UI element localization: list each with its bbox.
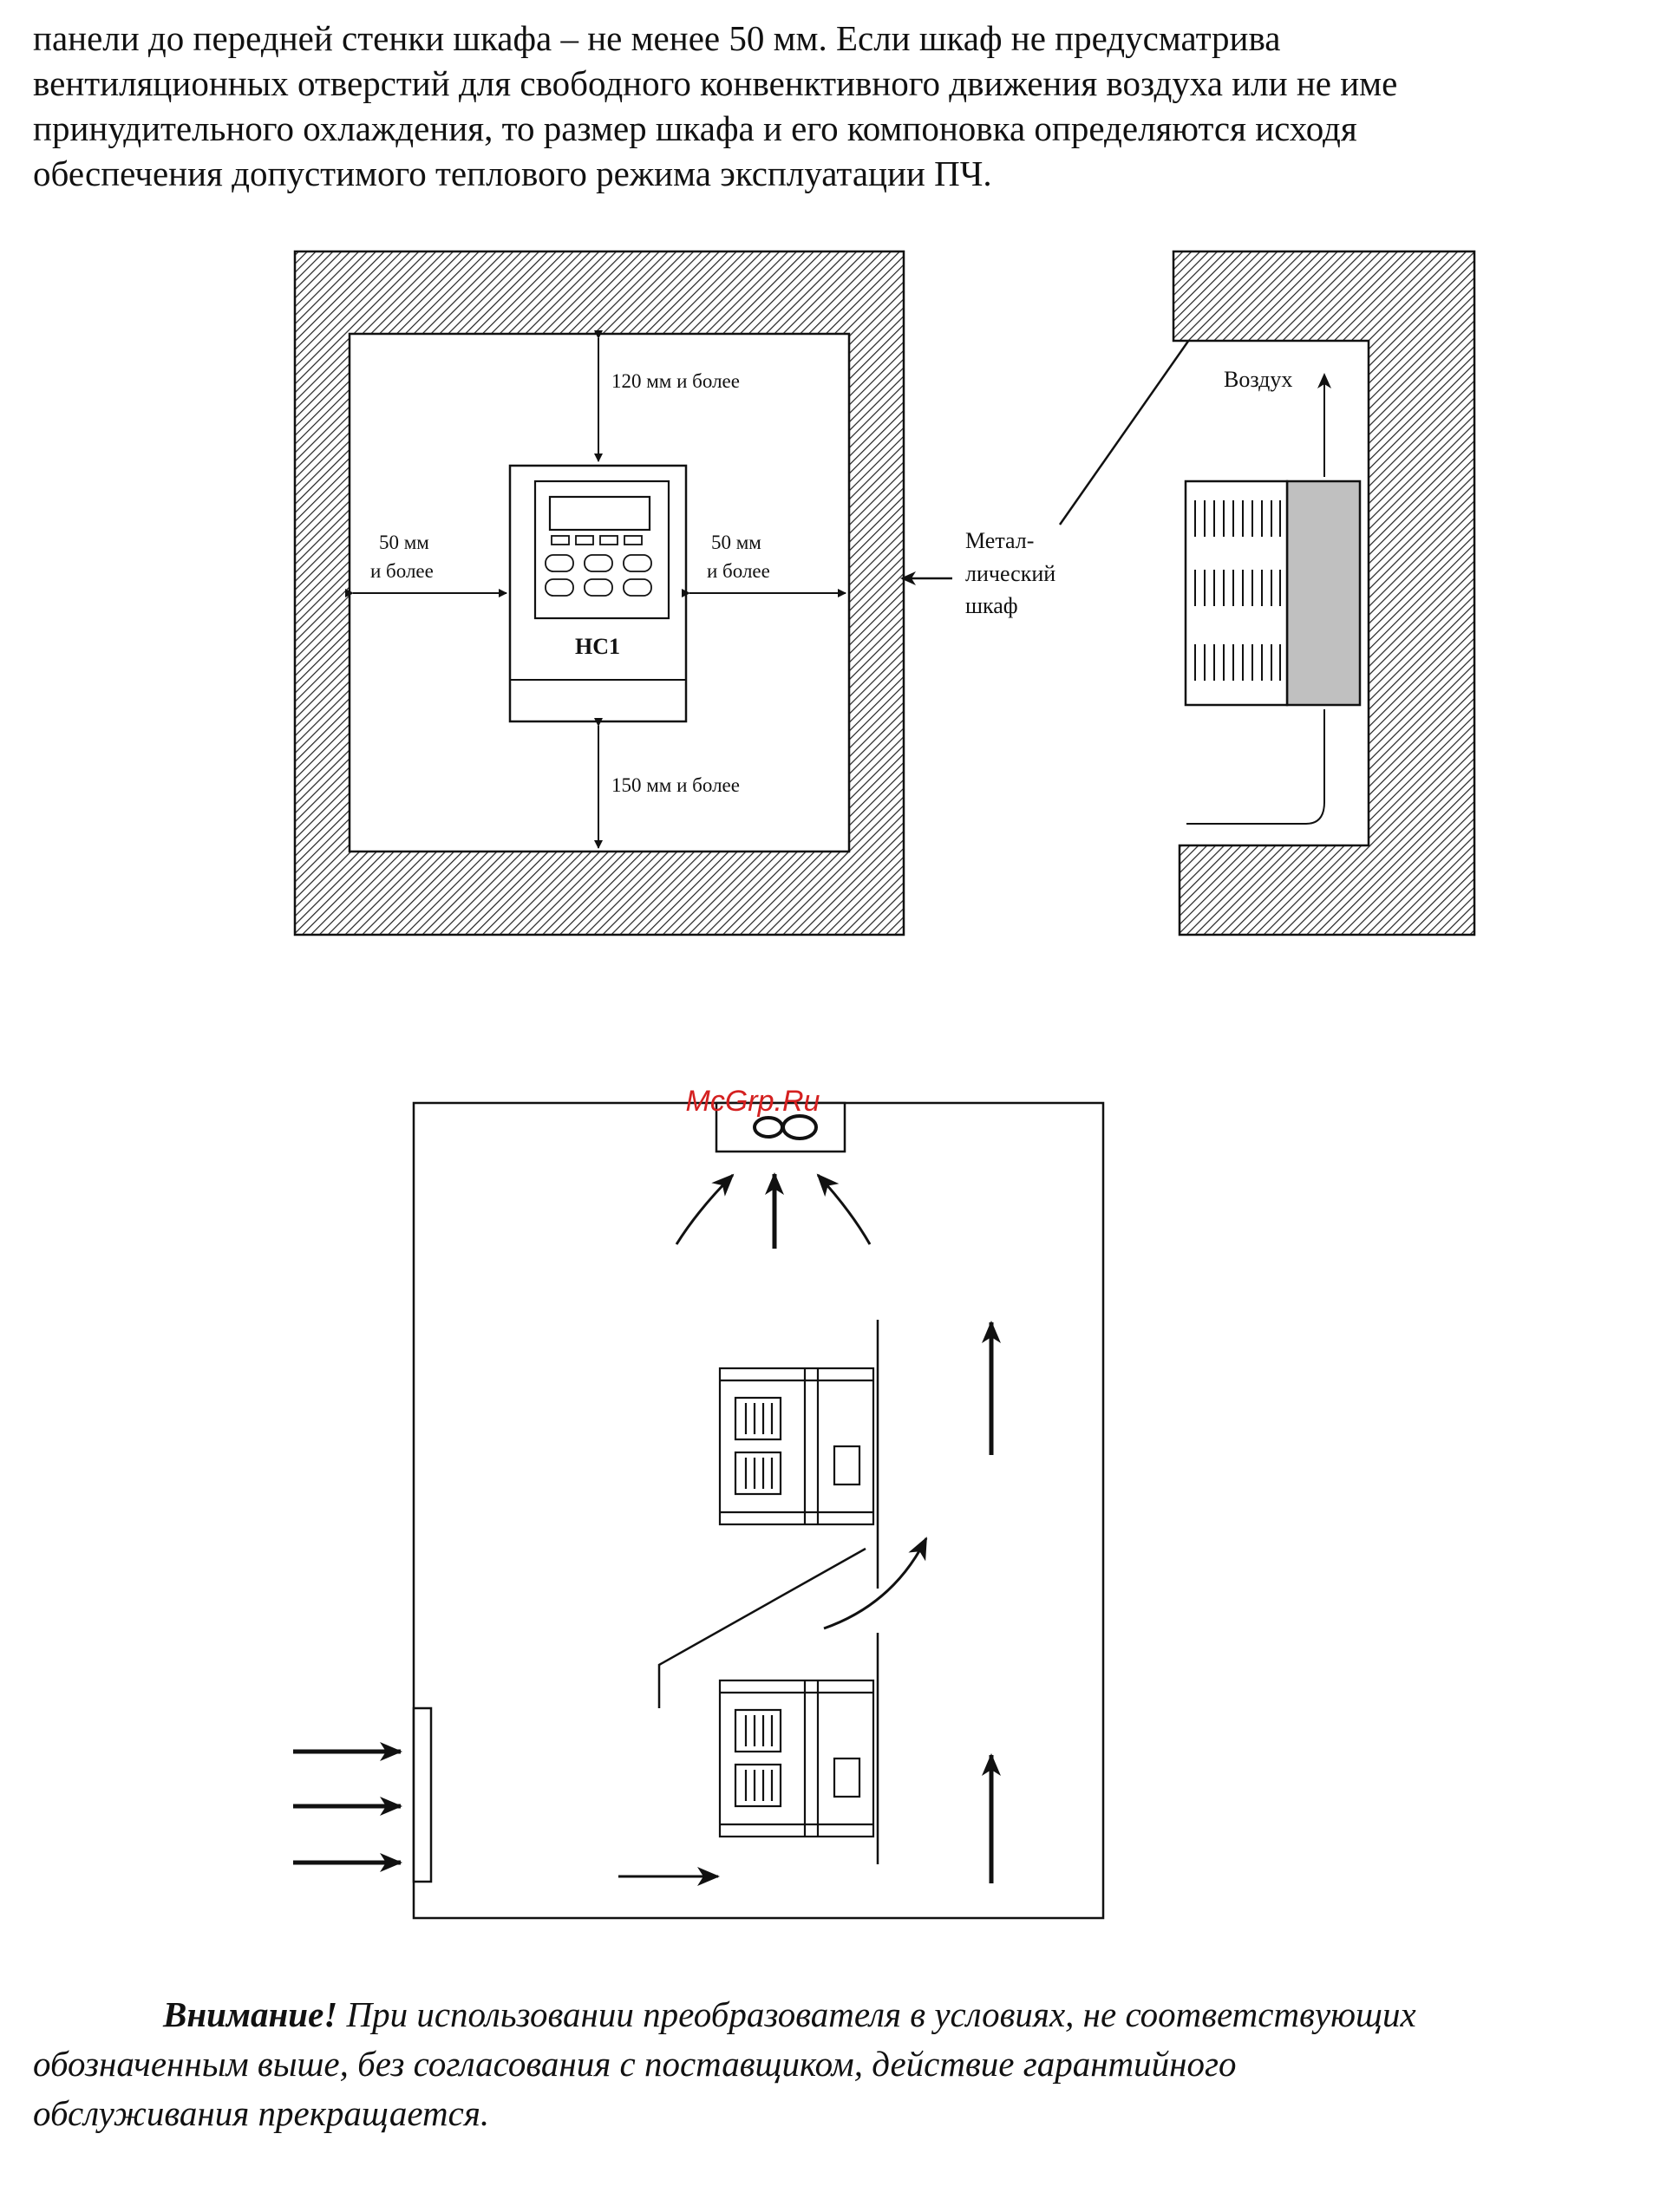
inverter-device: HC1 xyxy=(508,464,688,723)
bottom-clearance-label: 150 мм и более xyxy=(611,774,740,796)
top-clearance-label: 120 мм и более xyxy=(611,370,740,392)
intro-paragraph: панели до передней стенки шкафа – не мен… xyxy=(33,16,1673,196)
warning-paragraph: Внимание! При использовании преобразоват… xyxy=(33,1990,1673,2138)
intro-line: панели до передней стенки шкафа – не мен… xyxy=(33,18,1281,58)
left-clearance-label: и более xyxy=(370,560,434,582)
fin-rows xyxy=(1194,500,1281,681)
airflow-path-arrow xyxy=(1186,375,1324,825)
cabinet-label: Метал- xyxy=(965,528,1034,553)
side-view-diagram: Воздух xyxy=(1172,250,1476,936)
cabinet-label: шкаф xyxy=(965,593,1018,618)
right-clearance-label: и более xyxy=(707,560,770,582)
lower-inverter xyxy=(718,1633,879,1864)
device-label: HC1 xyxy=(575,634,620,659)
cabinet-pointer-arrow xyxy=(1058,312,1209,525)
cabinet-wall-hatched xyxy=(293,250,905,936)
warning-line: При использовании преобразователя в усло… xyxy=(337,1994,1416,2034)
watermark-text: McGrp.Ru xyxy=(686,1085,820,1118)
fan-icon xyxy=(753,1114,818,1140)
clearance-diagram: HC1 120 мм и более 150 мм и более 50 мм … xyxy=(293,250,1209,936)
left-clearance-label: 50 мм xyxy=(379,532,429,553)
warning-line: обслуживания прекращается. xyxy=(33,2093,490,2133)
heatsink-fins xyxy=(1184,480,1289,707)
air-baffle xyxy=(657,1547,866,1708)
heatsink-body xyxy=(1285,480,1362,707)
air-label: Воздух xyxy=(1224,367,1292,392)
side-cabinet-wall-hatched xyxy=(1172,250,1476,936)
fan-inflow-arrow xyxy=(816,1173,872,1245)
intro-line: вентиляционных отверстий для свободного … xyxy=(33,63,1398,103)
baffle-flow-arrow xyxy=(823,1537,928,1630)
cabinet-label: лический xyxy=(965,561,1055,586)
warning-bold: Внимание! xyxy=(163,1994,338,2034)
right-clearance-label: 50 мм xyxy=(711,532,761,553)
intro-line: принудительного охлаждения, то размер шк… xyxy=(33,108,1357,148)
fan-inflow-arrow xyxy=(675,1173,735,1245)
intake-vent xyxy=(412,1706,433,1883)
cabinet-airflow-diagram: McGrp.Ru xyxy=(293,1085,1105,1920)
intro-line: обеспечения допустимого теплового режима… xyxy=(33,153,992,193)
warning-line: обозначенным выше, без согласования с по… xyxy=(33,2044,1237,2084)
upper-inverter xyxy=(718,1320,879,1589)
